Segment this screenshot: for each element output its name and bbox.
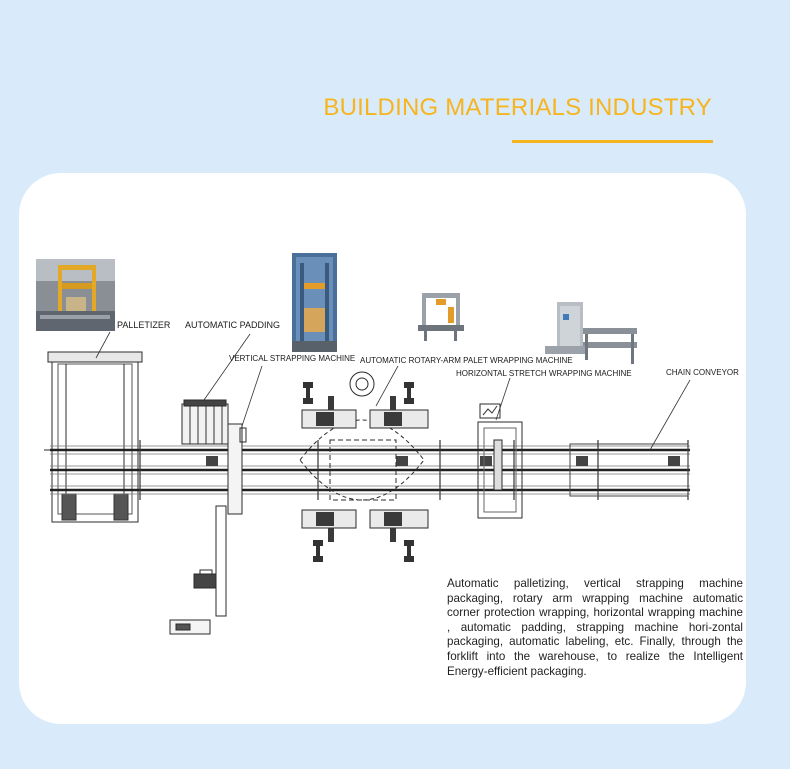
description-paragraph: Automatic palletizing, vertical strappin… — [447, 577, 743, 678]
title-underline — [512, 140, 713, 143]
palletizer-photo — [36, 259, 115, 331]
horizontal-stretch-wrapper-photo — [545, 296, 641, 376]
vertical-strapping-label: VERTICAL STRAPPING MACHINE — [229, 354, 356, 363]
page-title: BUILDING MATERIALS INDUSTRY — [323, 94, 712, 121]
rotary-arm-wrapper-photo — [414, 287, 467, 343]
chain-conveyor-label: CHAIN CONVEYOR — [666, 368, 739, 377]
rotary-arm-label: AUTOMATIC ROTARY-ARM PALET WRAPPING MACH… — [360, 356, 573, 365]
palletizer-label: PALLETIZER — [117, 320, 171, 330]
automatic-padding-photo — [292, 253, 337, 352]
horizontal-stretch-label: HORIZONTAL STRETCH WRAPPING MACHINE — [456, 369, 632, 378]
automatic-padding-label: AUTOMATIC PADDING — [185, 320, 281, 330]
